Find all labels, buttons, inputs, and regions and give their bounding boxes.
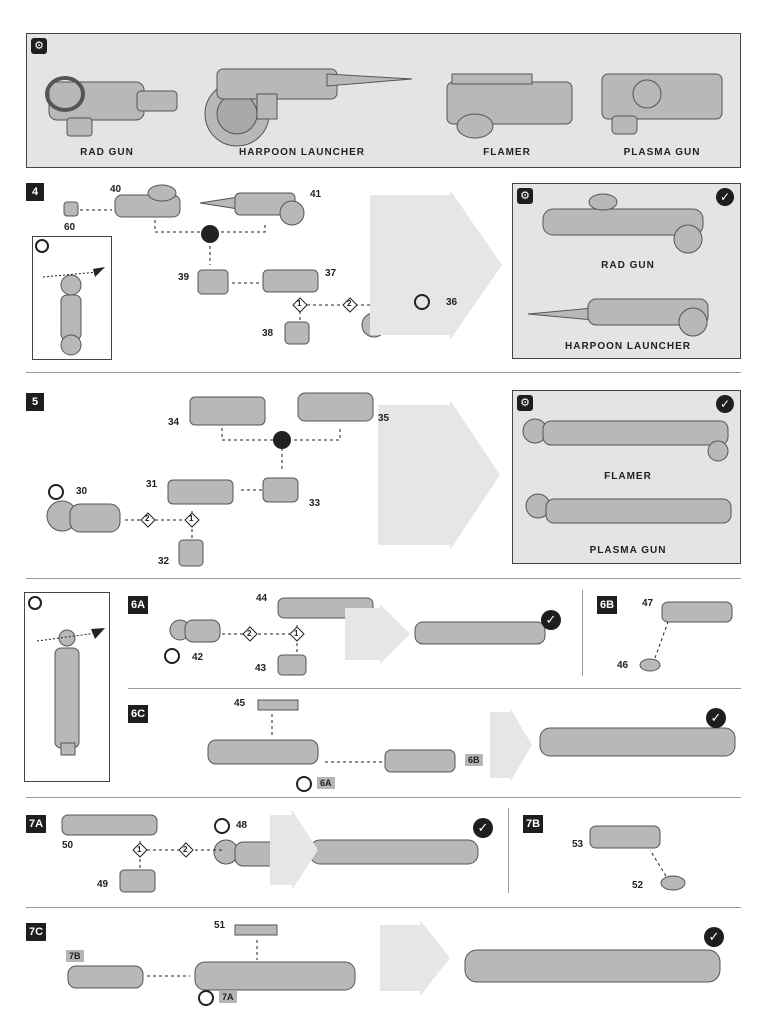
part-31: 31 [146, 479, 158, 490]
result-label-flamer: FLAMER [604, 471, 652, 482]
step-7b-badge: 7B [523, 815, 544, 833]
order-2: 2 [145, 514, 150, 523]
part-41: 41 [310, 189, 322, 200]
step-4-result-panel: ⚙ ✓ RAD GUN HARPOON LAUNCHER [512, 183, 741, 359]
step-6c-magnify-icon [296, 776, 312, 792]
step-6c-badge: 6C [128, 705, 149, 723]
weapon-label-plasma-gun: PLASMA GUN [623, 147, 701, 158]
divider [26, 578, 741, 579]
arm-detail-illustration [42, 267, 105, 356]
part-49: 49 [97, 879, 109, 890]
check-icon: ✓ [706, 708, 726, 728]
magnify-icon [35, 239, 49, 253]
divider [128, 688, 741, 689]
check-icon: ✓ [716, 188, 734, 206]
step-6b-badge: 6B [597, 596, 618, 614]
magnify-icon [28, 596, 42, 610]
divider [26, 372, 741, 373]
part-36: 36 [446, 297, 458, 308]
step-5-badge: 5 [26, 393, 44, 411]
part-48: 48 [236, 820, 248, 831]
step-7a-magnify-icon [214, 818, 230, 834]
part-38: 38 [262, 328, 274, 339]
step-7c-badge: 7C [26, 923, 47, 941]
part-40: 40 [110, 184, 122, 195]
part-47: 47 [642, 598, 654, 609]
order-2: 2 [347, 299, 352, 308]
order-1: 1 [297, 299, 302, 308]
step-ref-7a: 7A [219, 991, 237, 1003]
check-icon: ✓ [716, 395, 734, 413]
order-1: 1 [294, 629, 299, 638]
part-43: 43 [255, 663, 267, 674]
step-5-magnify-icon [48, 484, 64, 500]
part-34: 34 [168, 417, 180, 428]
step-4-magnify-icon [414, 294, 430, 310]
result-label-harpoon-launcher: HARPOON LAUNCHER [565, 341, 691, 352]
step-6-detail-view [24, 592, 110, 782]
weapon-label-harpoon-launcher: HARPOON LAUNCHER [239, 147, 365, 158]
part-32: 32 [158, 556, 170, 567]
check-icon: ✓ [473, 818, 493, 838]
order-2: 2 [183, 845, 188, 854]
divider [26, 907, 741, 908]
part-46: 46 [617, 660, 629, 671]
step-ref-6b: 6B [465, 754, 483, 766]
part-51: 51 [214, 920, 226, 931]
step-6a-badge: 6A [128, 596, 149, 614]
part-45: 45 [234, 698, 246, 709]
part-42: 42 [192, 652, 204, 663]
weapon-label-flamer: FLAMER [483, 147, 531, 158]
weapon-options-panel: ⚙ RAD GUN HARPOON LAUNCHER FLAMER PLASMA… [26, 33, 741, 168]
step-6-detail-illustration [36, 628, 105, 756]
part-50: 50 [62, 840, 74, 851]
step-ref-7b: 7B [66, 950, 84, 962]
step-4-badge: 4 [26, 183, 44, 201]
weapon-illustrations [45, 68, 723, 147]
part-53: 53 [572, 839, 584, 850]
part-52: 52 [632, 880, 644, 891]
divider [582, 590, 583, 676]
step-5-result-panel: ⚙ ✓ FLAMER PLASMA GUN [512, 390, 741, 564]
order-1: 1 [137, 845, 142, 854]
step-5-result-illustration [522, 418, 732, 524]
part-60: 60 [64, 222, 76, 233]
step-ref-6a: 6A [317, 777, 335, 789]
result-label-rad-gun: RAD GUN [601, 260, 655, 271]
part-30: 30 [76, 486, 88, 497]
part-33: 33 [309, 498, 321, 509]
check-icon: ✓ [704, 927, 724, 947]
step-4-result-illustration [527, 193, 709, 337]
part-44: 44 [256, 593, 268, 604]
part-35: 35 [378, 413, 390, 424]
divider [508, 808, 509, 893]
step-7a-badge: 7A [26, 815, 47, 833]
order-1: 1 [189, 514, 194, 523]
check-icon: ✓ [541, 610, 561, 630]
step-4-detail-view [32, 236, 112, 360]
step-7c-magnify-icon [198, 990, 214, 1006]
weapon-label-rad-gun: RAD GUN [80, 147, 134, 158]
order-2: 2 [247, 629, 252, 638]
gear-icon: ⚙ [31, 38, 47, 54]
part-37: 37 [325, 268, 337, 279]
gear-icon: ⚙ [517, 395, 533, 411]
gear-icon: ⚙ [517, 188, 533, 204]
part-39: 39 [178, 272, 190, 283]
divider [26, 797, 741, 798]
result-label-plasma-gun: PLASMA GUN [589, 545, 667, 556]
step-6a-magnify-icon [164, 648, 180, 664]
